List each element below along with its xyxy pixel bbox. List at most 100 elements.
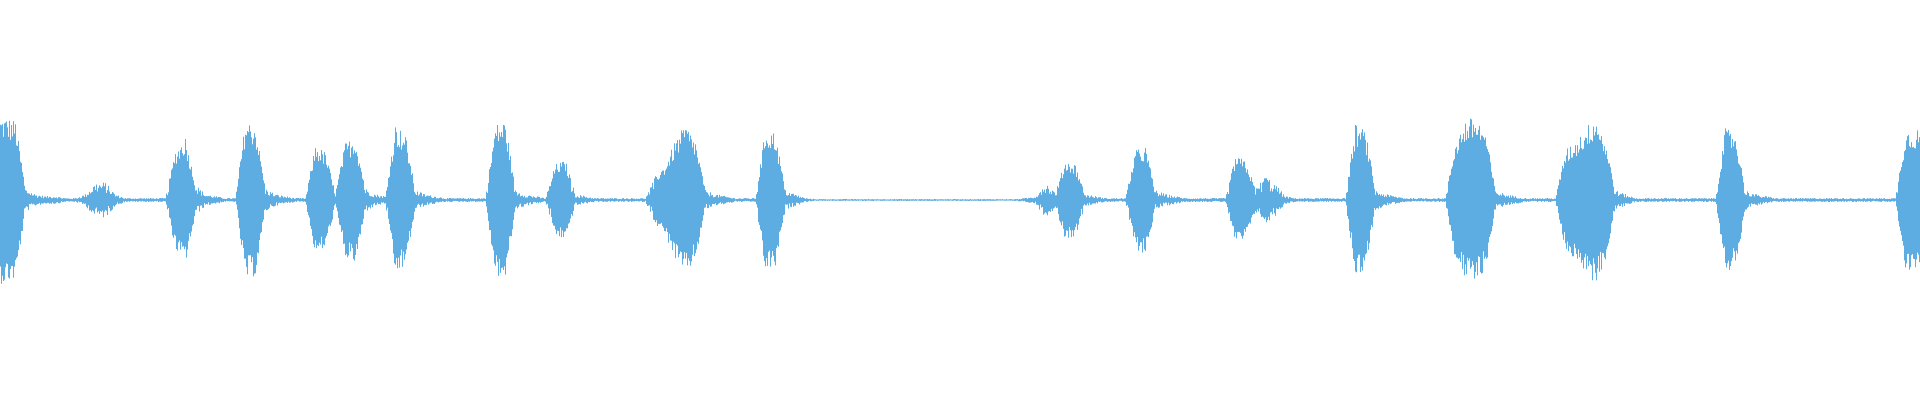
waveform-column	[1468, 138, 1469, 261]
waveform-column	[644, 198, 645, 202]
waveform-column	[131, 199, 132, 201]
waveform-column	[1858, 198, 1859, 202]
waveform-column	[1042, 189, 1043, 207]
waveform-column	[1777, 198, 1778, 202]
waveform-column	[174, 163, 175, 235]
waveform-column	[615, 198, 616, 202]
waveform-column	[62, 198, 63, 202]
waveform-column	[1887, 198, 1888, 202]
waveform-column	[359, 163, 360, 234]
waveform-column	[1227, 192, 1228, 208]
waveform-column	[961, 199, 962, 201]
waveform-column	[1642, 198, 1643, 201]
waveform-column	[325, 155, 326, 239]
waveform-column	[909, 199, 910, 201]
waveform-column	[1189, 198, 1190, 202]
waveform-column	[1605, 154, 1606, 260]
waveform-column	[377, 194, 378, 203]
waveform-column	[1873, 198, 1874, 201]
waveform-column	[1415, 198, 1416, 201]
waveform-column	[1475, 128, 1476, 272]
waveform-column	[685, 130, 686, 259]
waveform-column	[696, 150, 697, 250]
waveform-column	[1036, 196, 1037, 205]
waveform-column	[668, 161, 669, 243]
waveform-column	[1459, 138, 1460, 258]
waveform-column	[936, 199, 937, 201]
waveform-column	[1635, 199, 1636, 202]
waveform-column	[1735, 141, 1736, 261]
waveform-column	[195, 190, 196, 211]
waveform-column	[1552, 199, 1553, 202]
waveform-column	[576, 197, 577, 203]
waveform-column	[868, 199, 869, 201]
waveform-column	[1595, 131, 1596, 273]
waveform-column	[60, 197, 61, 203]
waveform-column	[1686, 198, 1687, 201]
waveform-column	[1604, 146, 1605, 258]
waveform-column	[218, 197, 219, 203]
waveform-column	[568, 177, 569, 224]
waveform-column	[312, 170, 313, 236]
waveform-column	[762, 150, 763, 241]
waveform-column	[992, 199, 993, 201]
waveform-column	[1412, 199, 1413, 201]
waveform-column	[935, 199, 936, 201]
waveform-column	[1799, 198, 1800, 202]
waveform-column	[1317, 198, 1318, 202]
waveform-column	[1360, 139, 1361, 272]
waveform-column	[739, 198, 740, 202]
waveform-column	[728, 197, 729, 202]
waveform-column	[86, 196, 87, 207]
waveform-column	[421, 192, 422, 205]
waveform-column	[657, 179, 658, 226]
waveform-column	[766, 140, 767, 259]
waveform-column	[265, 193, 266, 209]
waveform-column	[108, 185, 109, 206]
waveform-column	[70, 198, 71, 202]
waveform-column	[1796, 198, 1797, 201]
waveform-column	[1857, 198, 1858, 202]
waveform-column	[1231, 173, 1232, 222]
waveform-column	[1743, 182, 1744, 217]
waveform-column	[474, 199, 475, 201]
waveform-column	[1611, 173, 1612, 224]
waveform-column	[730, 197, 731, 202]
waveform-column	[457, 198, 458, 201]
waveform-column	[552, 178, 553, 224]
waveform-column	[534, 197, 535, 203]
waveform-column	[1541, 198, 1542, 202]
waveform-column	[1285, 197, 1286, 204]
waveform-column	[982, 199, 983, 201]
waveform-column	[1316, 198, 1317, 202]
waveform-column	[1346, 192, 1347, 206]
waveform-column	[219, 197, 220, 204]
waveform-column	[225, 199, 226, 202]
waveform-column	[59, 197, 60, 204]
waveform-column	[1358, 136, 1359, 255]
waveform-column	[63, 198, 64, 202]
waveform-column	[721, 196, 722, 204]
waveform-column	[206, 196, 207, 204]
waveform-column	[385, 196, 386, 204]
waveform-column	[1065, 164, 1066, 236]
waveform-column	[1057, 186, 1058, 208]
waveform-column	[548, 190, 549, 209]
waveform-column	[845, 199, 846, 201]
waveform-column	[602, 198, 603, 202]
waveform-column	[456, 198, 457, 202]
waveform-column	[646, 196, 647, 204]
waveform-column	[1803, 198, 1804, 201]
waveform-column	[792, 193, 793, 203]
waveform-column	[1768, 196, 1769, 203]
waveform-column	[356, 151, 357, 244]
waveform-column	[431, 197, 432, 203]
waveform-column	[275, 195, 276, 206]
waveform-column	[1573, 152, 1574, 257]
waveform-column	[1853, 198, 1854, 202]
waveform-column	[1428, 199, 1429, 202]
waveform-column	[737, 198, 738, 202]
waveform-column	[991, 199, 992, 201]
waveform-column	[1597, 134, 1598, 269]
waveform-column	[1632, 197, 1633, 202]
